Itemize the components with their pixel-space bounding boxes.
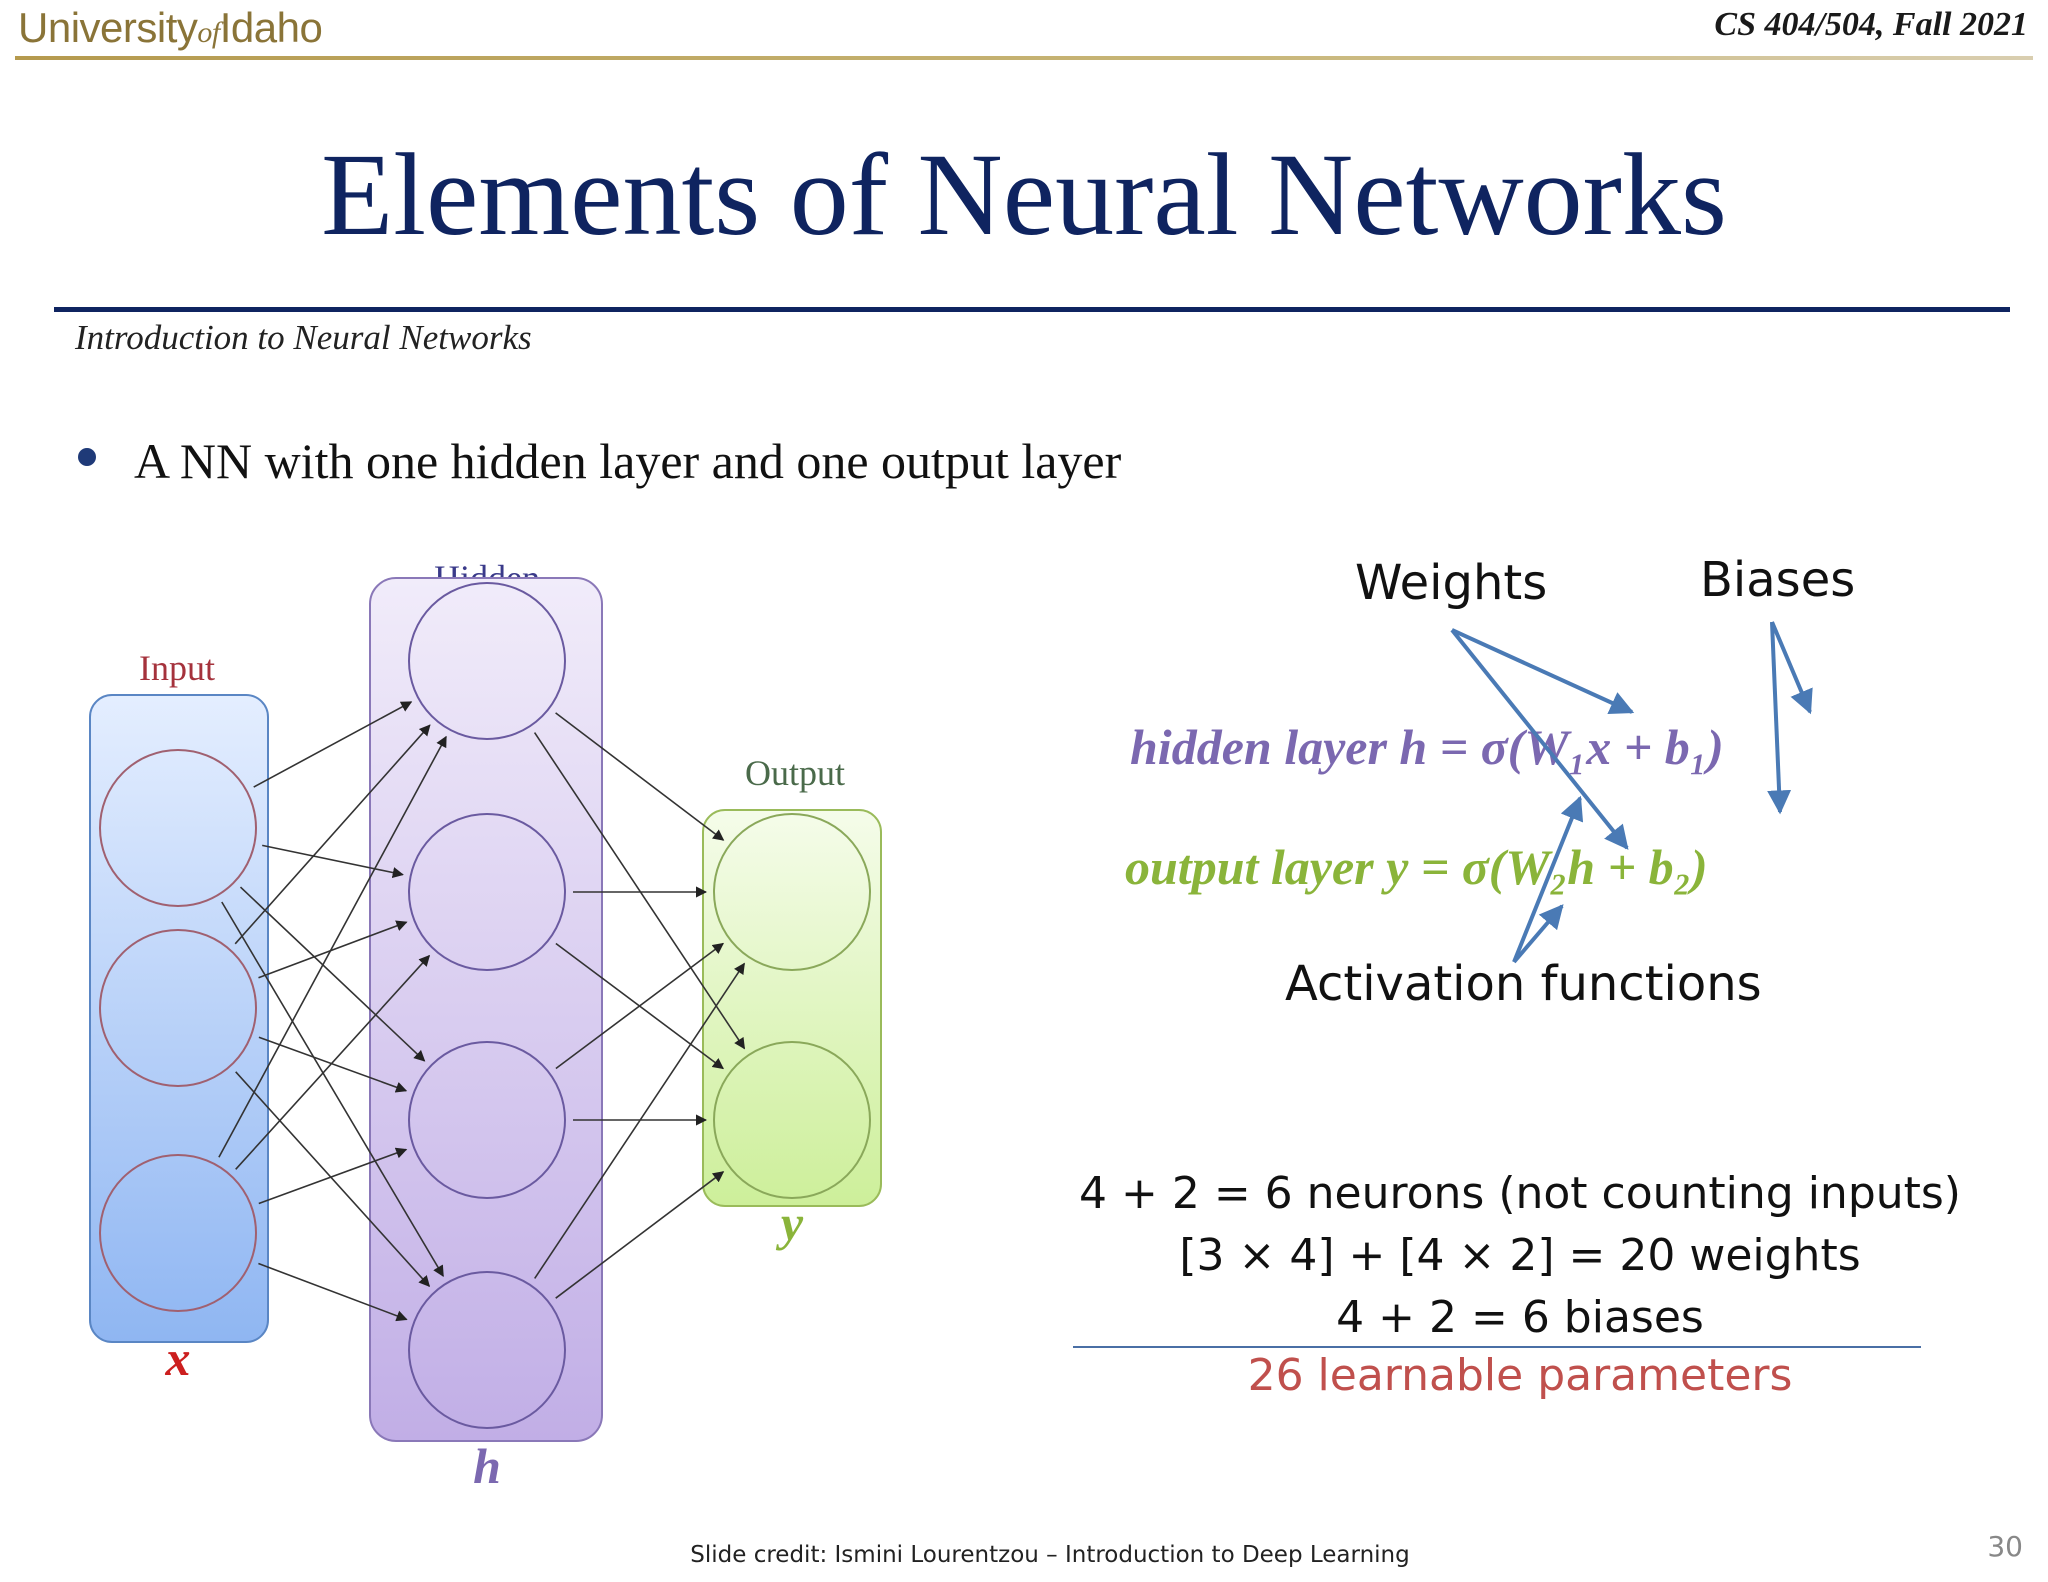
neurons xyxy=(99,582,871,1429)
header-divider xyxy=(15,56,2033,60)
neural-network-diagram: Input Hidden Output x h y xyxy=(89,558,882,1494)
output-neuron-1 xyxy=(713,813,871,971)
hidden-neuron-1 xyxy=(408,582,566,740)
output-neuron-2 xyxy=(713,1041,871,1199)
biases-arrow-2 xyxy=(1767,621,1792,815)
connection-edge xyxy=(234,724,431,945)
weights-arrow-2 xyxy=(1450,628,1629,850)
connection-edge xyxy=(218,735,447,1158)
activation-functions-label: Activation functions xyxy=(1285,956,1762,1012)
bullet-icon xyxy=(78,448,96,466)
activation-arrow-2 xyxy=(1512,904,1564,964)
connection-edge xyxy=(534,962,745,1279)
activation-arrow-1 xyxy=(1512,795,1584,963)
hidden-neuron-4 xyxy=(408,1271,566,1429)
biases-label: Biases xyxy=(1700,552,1856,608)
connections xyxy=(218,701,746,1322)
parameter-count-block: 4 + 2 = 6 neurons (not counting inputs) … xyxy=(1040,1163,2000,1349)
slide-number: 30 xyxy=(1987,1530,2023,1563)
slide-subtitle: Introduction to Neural Networks xyxy=(75,318,532,357)
bullet-text: A NN with one hidden layer and one outpu… xyxy=(134,433,1122,489)
output-layer-box xyxy=(702,809,882,1207)
hidden-neuron-3 xyxy=(408,1041,566,1199)
y-variable: y xyxy=(776,1195,804,1251)
connection-edge xyxy=(555,1171,725,1299)
output-layer-label: Output xyxy=(745,753,845,793)
x-variable: x xyxy=(165,1330,191,1386)
annotation-arrows xyxy=(1450,621,1813,964)
slide-title: Elements of Neural Networks xyxy=(321,129,1727,260)
weight-count-line: [3 × 4] + [4 × 2] = 20 weights xyxy=(1179,1230,1861,1281)
h-variable: h xyxy=(473,1438,501,1494)
connection-edge xyxy=(235,954,431,1170)
input-neuron-3 xyxy=(99,1154,257,1312)
input-neuron-1 xyxy=(99,749,257,907)
input-layer-box xyxy=(89,694,269,1343)
neuron-count-line: 4 + 2 = 6 neurons (not counting inputs) xyxy=(1079,1168,1961,1219)
hidden-layer-box xyxy=(369,577,603,1442)
connection-edge xyxy=(555,942,724,1070)
connection-edge xyxy=(533,732,746,1050)
total-parameters: 26 learnable parameters xyxy=(1247,1350,1793,1401)
input-layer-label: Input xyxy=(139,648,215,688)
connection-edge xyxy=(239,886,426,1062)
connection-edge xyxy=(235,1071,431,1288)
hidden-layer-equation: hidden layer h = σ(W₁x + b₁) xyxy=(1130,719,1724,775)
connection-edge xyxy=(253,701,413,788)
bias-count-line: 4 + 2 = 6 biases xyxy=(1336,1292,1704,1343)
sum-divider xyxy=(1073,1346,1921,1348)
connection-edge xyxy=(258,1262,408,1322)
hidden-neuron-2 xyxy=(408,813,566,971)
slide-credit: Slide credit: Ismini Lourentzou – Introd… xyxy=(690,1542,1410,1568)
connection-edge xyxy=(258,1147,408,1205)
biases-arrow-1 xyxy=(1770,621,1813,715)
connection-edge xyxy=(555,712,725,841)
university-logo: UniversityofIdaho xyxy=(18,4,323,51)
weights-label: Weights xyxy=(1355,555,1548,611)
connection-edge xyxy=(221,901,444,1277)
connection-edge xyxy=(262,844,404,879)
course-label: CS 404/504, Fall 2021 xyxy=(1714,6,2028,43)
connection-edge xyxy=(258,920,408,979)
weights-arrow-1 xyxy=(1451,628,1635,714)
input-neuron-2 xyxy=(99,929,257,1087)
title-divider xyxy=(54,307,2010,312)
connection-edge xyxy=(258,1036,408,1093)
